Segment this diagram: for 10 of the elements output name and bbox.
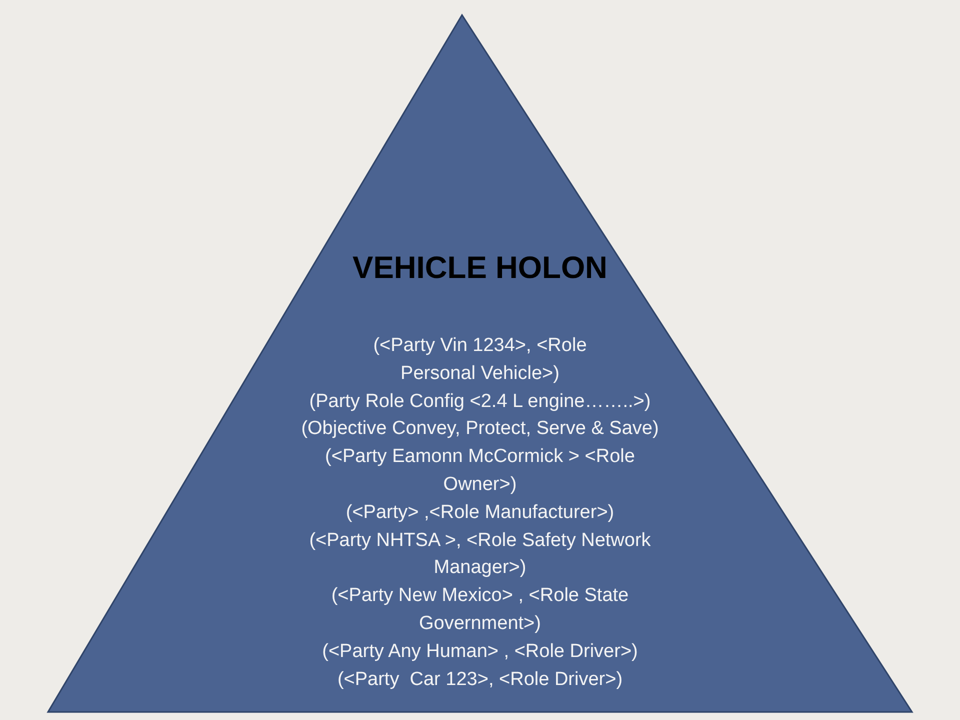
role-entry: (<Party Any Human> , <Role Driver>)	[322, 640, 638, 664]
role-entry: (<Party Car 123>, <Role Driver>)	[337, 668, 623, 692]
role-entry: (<Party Eamonn McCormick > <Role Owner>)	[324, 445, 636, 497]
role-entry: (Party Role Config <2.4 L engine……..>)	[309, 390, 651, 414]
role-entry: (Objective Convey, Protect, Serve & Save)	[301, 417, 659, 442]
role-entry: (<Party Vin 1234>, <Role Personal Vehicle>)	[372, 334, 588, 386]
pyramid-title: VEHICLE HOLON	[352, 250, 608, 286]
role-entry: (<Party> ,<Role Manufacturer>)	[346, 500, 614, 525]
role-entry: (<Party NHTSA >, <Role Safety Network Manager>)	[308, 528, 652, 580]
role-entry: (<Party New Mexico> , <Role State Government>)	[330, 584, 630, 636]
